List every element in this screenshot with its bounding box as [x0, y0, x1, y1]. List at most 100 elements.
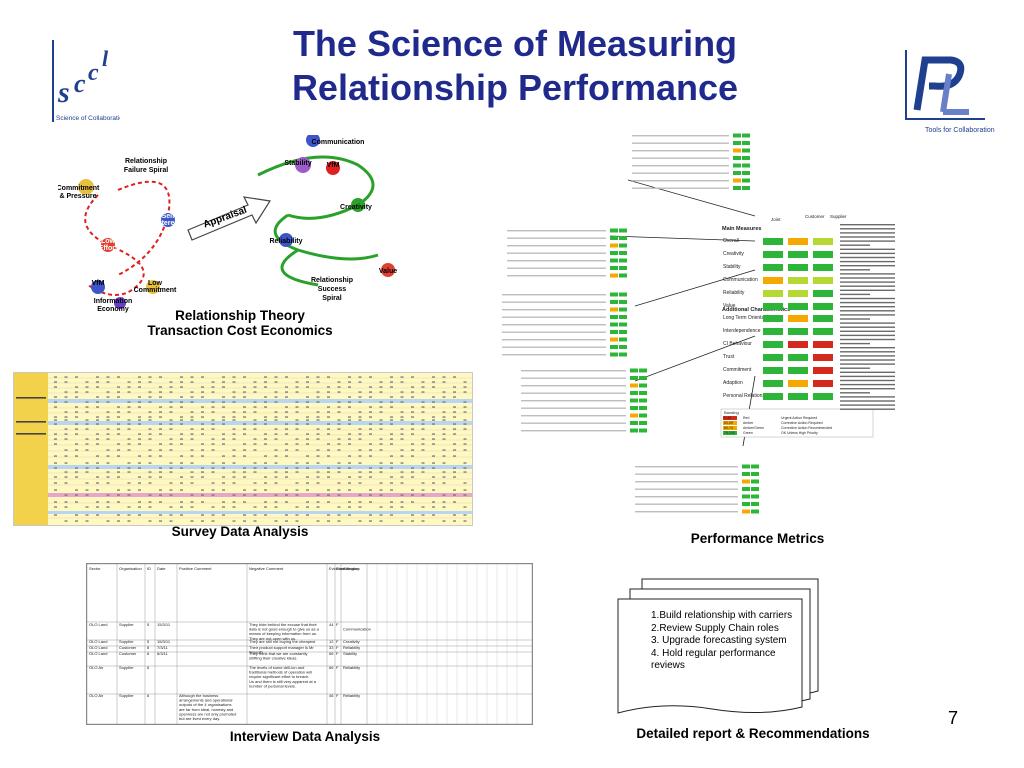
main-measure-cell: [763, 290, 783, 297]
legend-swatch: [723, 426, 737, 430]
additional-characteristic-cell: [788, 393, 808, 400]
interview-cell: shifting their creative ideas.: [249, 656, 297, 661]
main-measure-label: Value: [723, 303, 736, 309]
additional-characteristic-cell: [788, 328, 808, 335]
interview-cell: Supplier: [119, 693, 134, 698]
interview-cell: Us and them is still very apparent at a: [249, 679, 317, 684]
legend-action: OK Unless High Priority: [781, 431, 818, 435]
main-measure-cell: [813, 238, 833, 245]
main-measure-cell: [763, 251, 783, 258]
interview-cell: data is not good enough to give us as a: [249, 627, 320, 632]
report-recommendation-item: 3. Upgrade forecasting system: [651, 635, 787, 646]
main-measures-title: Main Measures: [722, 226, 761, 232]
metrics-header-customer: Customer: [805, 214, 825, 219]
additional-characteristic-cell: [763, 341, 783, 348]
additional-characteristic-label: Long Term Orientation: [723, 315, 773, 321]
interview-cell: Supplier: [119, 622, 134, 627]
main-measure-cell: [763, 277, 783, 284]
additional-characteristic-cell: [813, 328, 833, 335]
interview-cell: They think that we are constantly: [249, 651, 307, 656]
interview-cell: F: [336, 665, 339, 670]
interview-cell: traditional methods of operation will: [249, 670, 312, 675]
interview-cell: but are lived every day.: [179, 716, 220, 721]
svg-text:Value: Value: [379, 268, 397, 275]
interview-column-header: Category: [343, 566, 359, 571]
interview-column-header: Date: [157, 566, 166, 571]
svg-text:Commitment: Commitment: [134, 287, 177, 294]
interview-cell: 66: [329, 651, 334, 656]
interview-cell: OLO Air: [89, 693, 104, 698]
interview-cell: Their product support manager is Mr: [249, 645, 314, 650]
interview-cell: They are still not buying the cheapest: [249, 639, 316, 644]
interview-cell: OLO Land: [89, 651, 107, 656]
report-documents-stack: [617, 578, 819, 714]
interview-cell: require significant effort to breach.: [249, 674, 309, 679]
title-line-2: Relationship Performance: [291, 67, 739, 108]
interview-cell: number of personal levels.: [249, 683, 296, 688]
additional-characteristic-cell: [813, 341, 833, 348]
interview-cell: 44: [329, 622, 334, 627]
main-measure-cell: [813, 290, 833, 297]
svg-text:c: c: [74, 69, 86, 98]
interview-column-header: Evidence: [329, 566, 346, 571]
svg-text:VfM: VfM: [92, 280, 105, 287]
interview-cell: 46: [329, 693, 334, 698]
interview-column-header: Negative Comment: [249, 566, 284, 571]
main-measure-cell: [763, 303, 783, 310]
svg-text:Relationship: Relationship: [125, 158, 167, 165]
interview-cell: arrangements and operational: [179, 698, 232, 703]
interview-cell: Creativity: [343, 639, 360, 644]
interview-cell: They are not open with us.: [249, 636, 296, 641]
interview-column-header: Organisation: [119, 566, 142, 571]
metrics-caption: Performance Metrics: [690, 531, 825, 546]
interview-cell: OLO Land: [89, 639, 107, 644]
interview-cell: 33: [329, 645, 334, 650]
interview-cell: openness are not only promoted: [179, 711, 236, 716]
interview-cell: 8: [147, 645, 150, 650]
interview-cell: Communication: [343, 627, 371, 632]
interview-cell: OLO Land: [89, 622, 107, 627]
interview-cell: 12: [329, 639, 334, 644]
pl-logo: Tools for Collaboration: [905, 50, 995, 134]
additional-characteristic-cell: [788, 380, 808, 387]
interview-cell: Reliability: [343, 665, 360, 670]
svg-text:& Pressure: & Pressure: [60, 193, 97, 200]
node-commitment: Commitment: [58, 185, 100, 192]
report-recommendation-item: 1.Build relationship with carriers: [651, 610, 793, 621]
legend-range: 60-74: [724, 426, 733, 430]
svg-text:Creativity: Creativity: [340, 204, 372, 211]
interview-cell: 5: [147, 622, 150, 627]
interview-column-header: ID: [147, 566, 151, 571]
interview-caption: Interview Data Analysis: [229, 729, 381, 744]
interview-cell: The levels of some drill-ion and: [249, 665, 304, 670]
survey-cells: [16, 376, 467, 522]
main-measure-cell: [813, 303, 833, 310]
interview-column-header: Classification: [336, 566, 360, 571]
interview-cell: F: [336, 651, 339, 656]
survey-caption: Survey Data Analysis: [171, 524, 309, 539]
additional-characteristic-cell: [813, 367, 833, 374]
legend-swatch: [723, 421, 737, 425]
main-measure-cell: [788, 303, 808, 310]
additional-characteristic-cell: [763, 328, 783, 335]
additional-characteristic-cell: [813, 393, 833, 400]
main-measure-cell: [788, 251, 808, 258]
main-measure-label: Reliability: [723, 290, 745, 296]
additional-characteristic-label: Adaption: [723, 380, 743, 386]
main-measure-cell: [813, 277, 833, 284]
main-measure-label: Communication: [723, 277, 758, 283]
title-line-1: The Science of Measuring: [292, 23, 738, 64]
interview-cell: Stability: [343, 651, 357, 656]
svg-text:Communication: Communication: [312, 139, 365, 146]
additional-characteristic-label: Personal Relationships: [723, 393, 775, 399]
pl-logo-text: Tools for Collaboration: [925, 127, 995, 134]
legend-band: Green: [743, 431, 753, 435]
theory-caption-line-2: Transaction Cost Economics: [147, 323, 333, 338]
interview-cell: They hide behind the excuse that their: [249, 622, 317, 627]
relationship-spiral-diagram: Appraisal Commitment & Pressure Self Int…: [58, 135, 397, 313]
interview-cell: 7/3/11: [157, 645, 169, 650]
additional-characteristic-cell: [788, 315, 808, 322]
main-measure-label: Creativity: [723, 251, 744, 257]
